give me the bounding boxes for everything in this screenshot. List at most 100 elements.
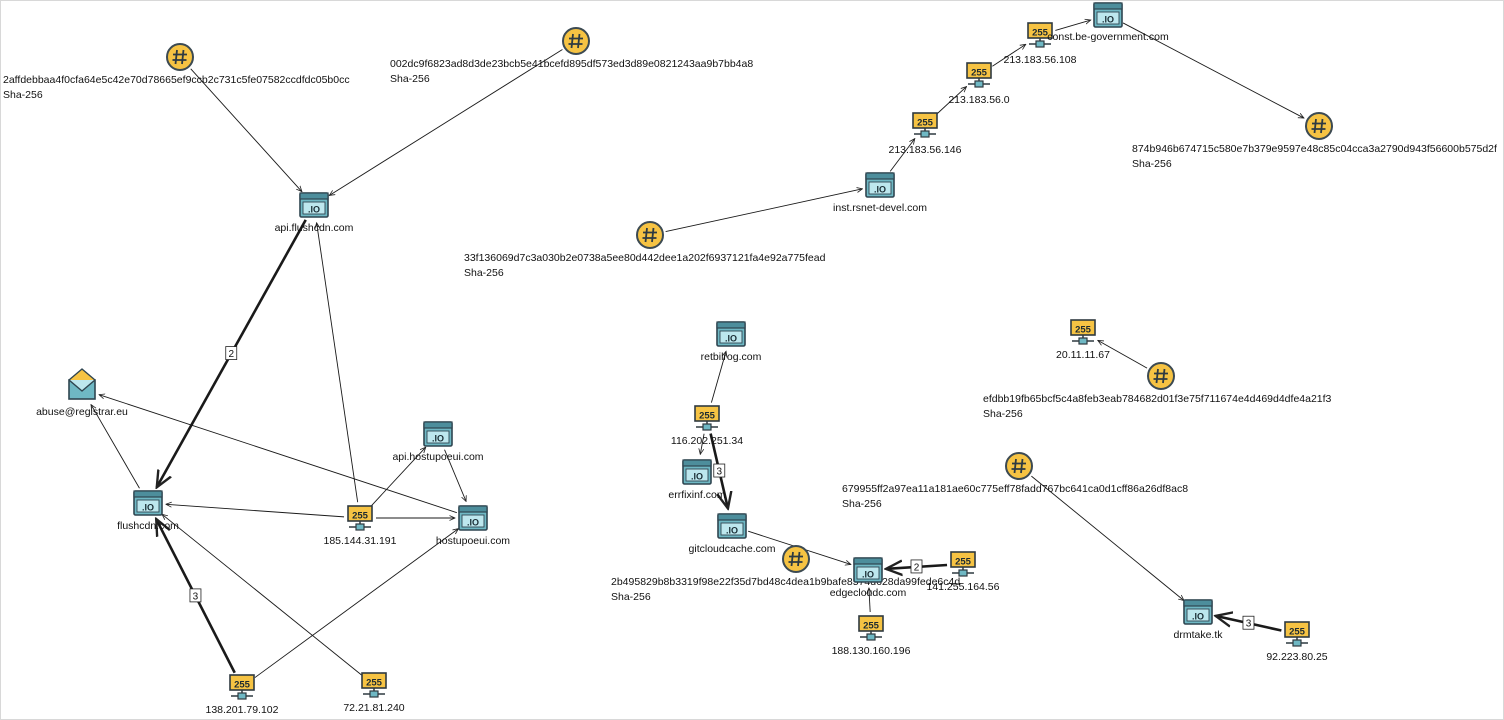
domain-icon: .IO: [682, 459, 712, 485]
hash-icon: [166, 43, 194, 71]
edge-hash679-drmtake[interactable]: [1031, 475, 1184, 601]
node-label: 002dc9f6823ad8d3de23bcb5e41bcefd895df573…: [390, 58, 753, 70]
ip-address-icon: 255: [694, 405, 720, 431]
node-label: 20.11.11.67: [1056, 349, 1110, 361]
node-label: 116.202.251.34: [671, 435, 743, 447]
edge-ip116-retbilrog[interactable]: [710, 351, 726, 403]
node-label: 679955ff2a97ea11a181ae60c775eff78fadd767…: [842, 483, 1188, 495]
edge-ip138-hostupoeui[interactable]: [254, 529, 459, 678]
edge-ip213_146-ip213_0[interactable]: [936, 87, 967, 115]
svg-text:2: 2: [228, 349, 234, 360]
node-sublabel: Sha-256: [464, 267, 504, 279]
node-errfix[interactable]: .IO errfixinf.com: [668, 459, 726, 501]
domain-icon: .IO: [1093, 2, 1123, 28]
svg-text:255: 255: [971, 68, 988, 79]
edge-flushcdn-abuse[interactable]: [91, 405, 140, 489]
edge-ip185-api_hostup[interactable]: [370, 447, 426, 507]
edge-ip213_0-ip213_108[interactable]: [992, 44, 1025, 67]
edge-ip213_108-constbe[interactable]: [1055, 20, 1090, 31]
svg-text:255: 255: [863, 621, 880, 632]
edge-count-label: 2: [910, 559, 923, 573]
svg-text:.IO: .IO: [1192, 612, 1204, 622]
node-sublabel: Sha-256: [390, 73, 430, 85]
svg-text:255: 255: [699, 411, 716, 422]
edge-hashefd-ip20[interactable]: [1098, 340, 1148, 369]
edge-api_hostup-hostupoeui[interactable]: [444, 449, 467, 502]
edge-hash2-api_flush[interactable]: [329, 49, 563, 195]
node-hash33f[interactable]: 33f136069d7c3a030b2e0738a5ee80d442dee1a2…: [464, 221, 826, 279]
node-label: 213.183.56.108: [1004, 54, 1077, 66]
node-label: api.hostupoeui.com: [392, 451, 483, 463]
edge-constbe-hash874[interactable]: [1122, 22, 1304, 118]
hash-icon: [1005, 452, 1033, 480]
edge-inst-ip213_146[interactable]: [889, 139, 915, 172]
svg-text:.IO: .IO: [1102, 15, 1114, 25]
node-hash2b4[interactable]: 2b495829b8b3319f98e22f35d7bd48c4dea1b9ba…: [611, 545, 960, 603]
edge-ip116-gitcloud[interactable]: 3: [709, 433, 728, 509]
node-abuse[interactable]: abuse@registrar.eu: [36, 368, 128, 418]
node-hash1[interactable]: 2affdebbaa4f0cfa64e5c42e70d78665ef9ccb2c…: [3, 43, 350, 101]
node-drmtake[interactable]: .IO drmtake.tk: [1173, 599, 1223, 641]
domain-icon: .IO: [716, 321, 746, 347]
node-hashefd[interactable]: efdbb19fb65bcf5c4a8feb3eab784682d01f3e75…: [983, 362, 1332, 420]
ip-address-icon: 255: [966, 62, 992, 88]
node-label: 2affdebbaa4f0cfa64e5c42e70d78665ef9ccb2c…: [3, 74, 350, 86]
edge-count-label: 3: [713, 463, 726, 478]
edge-api_flush-flushcdn[interactable]: 2: [157, 219, 307, 487]
hash-icon: [782, 545, 810, 573]
domain-icon: .IO: [458, 505, 488, 531]
domain-icon: .IO: [853, 557, 883, 583]
node-label: errfixinf.com: [668, 489, 725, 501]
node-hash679[interactable]: 679955ff2a97ea11a181ae60c775eff78fadd767…: [842, 452, 1188, 510]
node-label: const.be-government.com: [1047, 31, 1169, 43]
edge-ip116-errfix[interactable]: [700, 433, 705, 455]
node-constbe[interactable]: .IO const.be-government.com: [1047, 2, 1169, 43]
node-label: drmtake.tk: [1173, 629, 1223, 641]
edge-hash33f-inst[interactable]: [665, 189, 863, 233]
node-ip116[interactable]: 255 116.202.251.34: [671, 405, 743, 447]
svg-text:.IO: .IO: [691, 472, 703, 482]
node-label: 33f136069d7c3a030b2e0738a5ee80d442dee1a2…: [464, 252, 826, 264]
node-hash2[interactable]: 002dc9f6823ad8d3de23bcb5e41bcefd895df573…: [390, 27, 753, 85]
edge-hash1-api_flush[interactable]: [190, 68, 302, 192]
node-sublabel: Sha-256: [983, 408, 1023, 420]
edge-ip72-flushcdn[interactable]: [162, 514, 362, 676]
edge-ip138-flushcdn[interactable]: 3: [156, 519, 236, 674]
edge-ip185-api_flush[interactable]: [317, 223, 359, 503]
node-hash874[interactable]: 874b946b674715c580e7b379e9597e48c85c04cc…: [1132, 112, 1497, 170]
ip-address-icon: 255: [229, 674, 255, 700]
edge-ip188-edgecloud[interactable]: [869, 588, 870, 613]
edge-ip185-flushcdn[interactable]: [166, 504, 345, 518]
ip-address-icon: 255: [858, 615, 884, 641]
svg-text:.IO: .IO: [142, 503, 154, 513]
edge-ip92-drmtake[interactable]: 3: [1216, 616, 1282, 632]
ip-address-icon: 255: [1070, 319, 1096, 345]
edge-ip141-edgecloud[interactable]: 2: [886, 559, 948, 574]
node-label: abuse@registrar.eu: [36, 406, 128, 418]
svg-text:2: 2: [914, 562, 920, 573]
hash-icon: [1147, 362, 1175, 390]
node-ip20[interactable]: 255 20.11.11.67: [1056, 319, 1110, 361]
svg-text:.IO: .IO: [725, 334, 737, 344]
ip-address-icon: 255: [950, 551, 976, 577]
edge-hostupoeui-abuse[interactable]: [99, 395, 457, 514]
